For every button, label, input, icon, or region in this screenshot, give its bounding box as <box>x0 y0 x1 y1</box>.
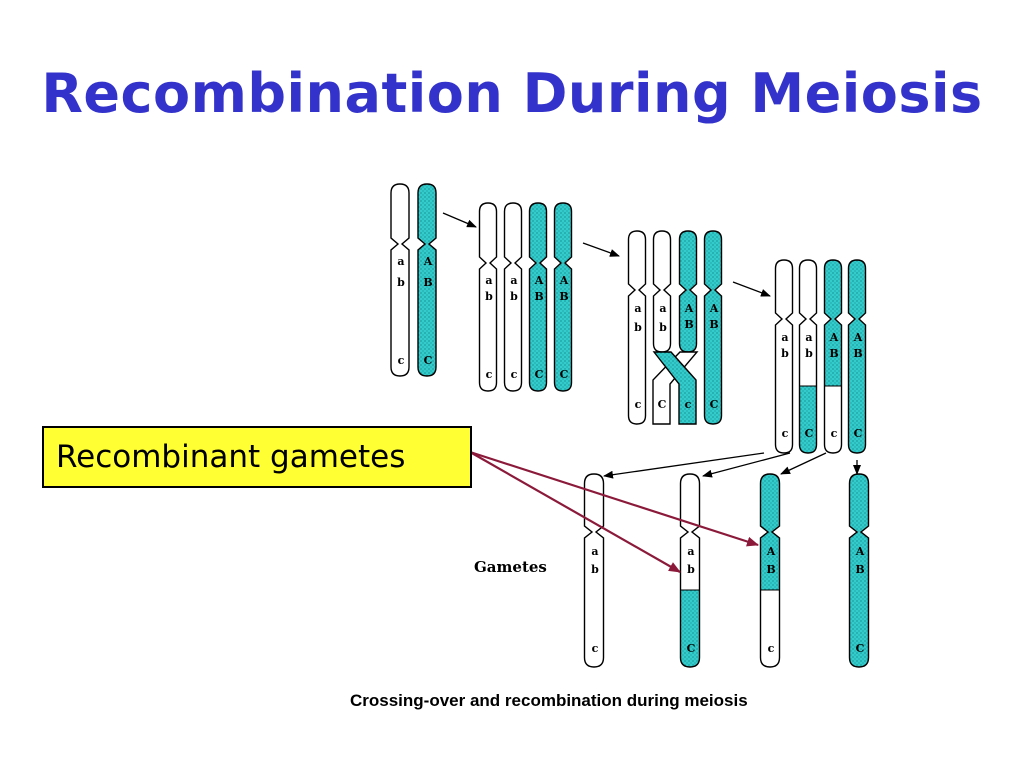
s1-teal-gene-label-3: C <box>424 354 433 367</box>
gamete-1-gene-label-2: b <box>591 563 599 576</box>
gamete-3-gene-label-1: A <box>766 545 776 558</box>
callout-pointer-gamete-3 <box>469 450 759 547</box>
chromosome-s2-white-2 <box>503 202 523 392</box>
s4-4-gene-label-2: B <box>853 347 862 360</box>
gamete-4-gene-label-2: B <box>855 563 864 576</box>
s2-white-2-gene-label-2: b <box>510 290 518 303</box>
chromosome-s4-2 <box>798 259 818 454</box>
s3-white-1-gene-label-1: a <box>634 302 641 315</box>
s2-teal-1-gene-label-3: C <box>535 368 544 381</box>
s4-1-gene-label-2: b <box>781 347 789 360</box>
s4-2-gene-label-1: a <box>805 331 812 344</box>
s4-2-gene-label-2: b <box>805 347 813 360</box>
s3-white-1-gene-label-3: c <box>635 398 642 411</box>
gamete-chromosome-3 <box>759 473 781 668</box>
s2-white-2-gene-label-3: c <box>511 368 518 381</box>
s2-white-2-gene-label-1: a <box>510 274 517 287</box>
s2-teal-2-gene-label-1: A <box>559 274 569 287</box>
s3-teal-1-gene-label-1: A <box>684 302 694 315</box>
s3-white-1-gene-label-2: b <box>634 321 642 334</box>
s3-teal-1-gene-label-2: B <box>684 318 693 331</box>
chromosome-s4-3 <box>823 259 843 454</box>
gamete-1-gene-label-3: c <box>592 642 599 655</box>
chromosome-s4-4 <box>847 259 867 454</box>
s3-cross-gene-label-C: C <box>658 398 667 411</box>
arrow-stage-2-to-3 <box>582 242 620 257</box>
arrow-to-gamete-3 <box>780 452 827 475</box>
recombinant-gametes-callout: Recombinant gametes <box>42 426 472 488</box>
gamete-1-gene-label-1: a <box>591 545 598 558</box>
gamete-4-gene-label-1: A <box>855 545 865 558</box>
s3-white-2-gene-label-1: a <box>659 302 666 315</box>
s4-3-gene-label-2: B <box>829 347 838 360</box>
gamete-3-gene-label-3: c <box>768 642 775 655</box>
s1-white-gene-label-1: a <box>397 255 404 268</box>
s2-teal-1-gene-label-2: B <box>534 290 543 303</box>
s3-teal-2-gene-label-1: A <box>709 302 719 315</box>
s4-4-gene-label-3: C <box>854 427 863 440</box>
gamete-2-gene-label-3: C <box>687 642 696 655</box>
arrow-stage-3-to-4 <box>732 281 771 297</box>
gamete-2-gene-label-2: b <box>687 563 695 576</box>
s4-2-gene-label-3: C <box>805 427 814 440</box>
s4-1-gene-label-3: c <box>782 427 789 440</box>
gamete-chromosome-1 <box>583 473 605 668</box>
gamete-2-gene-label-1: a <box>687 545 694 558</box>
s2-teal-2-gene-label-2: B <box>559 290 568 303</box>
callout-pointer-gamete-2 <box>469 451 681 573</box>
s3-teal-2-gene-label-2: B <box>709 318 718 331</box>
arrow-stage-1-to-2 <box>442 212 477 228</box>
gamete-3-gene-label-2: B <box>766 563 775 576</box>
chromosome-s4-1 <box>774 259 794 454</box>
gamete-4-gene-label-3: C <box>856 642 865 655</box>
chromosome-group <box>390 183 870 668</box>
s1-teal-gene-label-1: A <box>423 255 433 268</box>
slide-title: Recombination During Meiosis <box>41 62 983 125</box>
chromosome-s1-white <box>390 183 410 377</box>
arrow-to-gamete-2 <box>702 452 791 478</box>
s2-teal-2-gene-label-3: C <box>560 368 569 381</box>
chromosome-s3-teal-2 <box>703 230 723 425</box>
s2-white-1-gene-label-1: a <box>485 274 492 287</box>
crossover-pair <box>652 230 699 425</box>
s3-cross-gene-label-c: c <box>685 398 692 411</box>
s1-teal-gene-label-2: B <box>423 276 432 289</box>
s4-1-gene-label-1: a <box>781 331 788 344</box>
s2-white-1-gene-label-2: b <box>485 290 493 303</box>
s1-white-gene-label-3: c <box>398 354 405 367</box>
arrow-to-gamete-1 <box>603 452 765 479</box>
chromosome-s2-white-1 <box>478 202 498 392</box>
arrow-group <box>442 212 861 573</box>
s4-4-gene-label-1: A <box>853 331 863 344</box>
chromosome-s2-teal-1 <box>528 202 548 392</box>
s2-white-1-gene-label-3: c <box>486 368 493 381</box>
s3-teal-2-gene-label-3: C <box>710 398 719 411</box>
s3-white-2-gene-label-2: b <box>659 321 667 334</box>
chromosome-s2-teal-2 <box>553 202 573 392</box>
s4-3-gene-label-1: A <box>829 331 839 344</box>
gametes-label: Gametes <box>474 558 547 576</box>
gene-label-group: abcABCabcabcABCABCabcabCABcABCabcabCABcA… <box>397 255 865 655</box>
chromosome-s3-white-1 <box>627 230 647 425</box>
s2-teal-1-gene-label-1: A <box>534 274 544 287</box>
chromosome-s1-teal <box>417 183 437 377</box>
s4-3-gene-label-3: c <box>831 427 838 440</box>
diagram-caption: Crossing-over and recombination during m… <box>350 691 748 710</box>
s1-white-gene-label-2: b <box>397 276 405 289</box>
